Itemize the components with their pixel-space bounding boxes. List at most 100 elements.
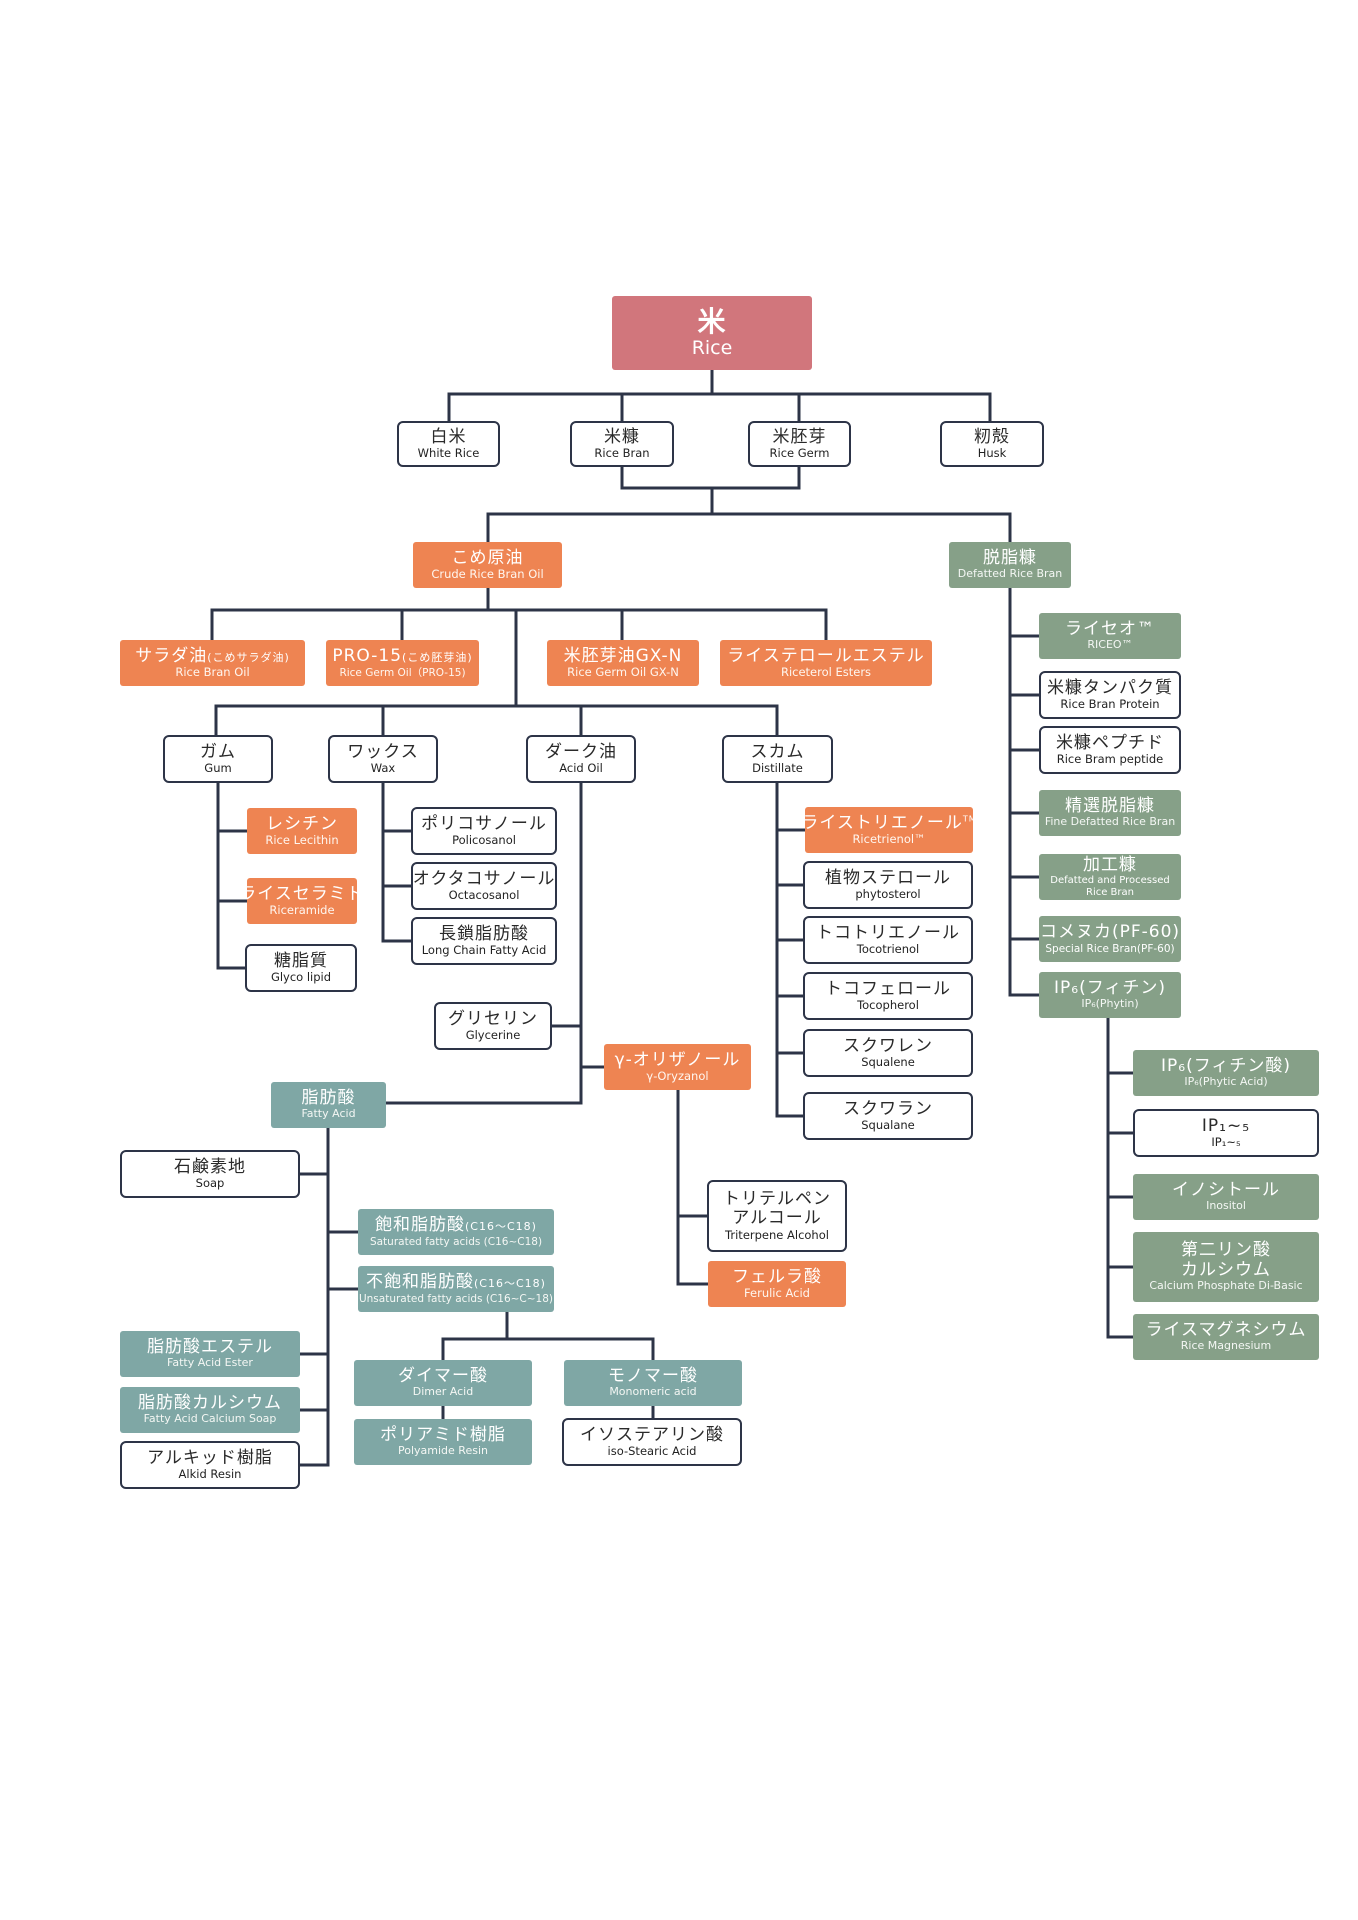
node-octacosanol-jp: オクタコサノール bbox=[412, 868, 556, 889]
node-processed-bran-en: Defatted and Processed bbox=[1050, 875, 1170, 887]
node-ip6-phytin: IP₆(フィチン) IP₆(Phytin) bbox=[1039, 972, 1181, 1018]
node-fine-defatted-jp: 精選脱脂糠 bbox=[1065, 795, 1155, 816]
node-squalene-en: Squalene bbox=[861, 1055, 915, 1070]
node-squalane-jp: スクワラン bbox=[843, 1098, 933, 1119]
node-soap: 石鹸素地 Soap bbox=[120, 1150, 300, 1198]
node-ip6-acid-jp: IP₆(フィチン酸) bbox=[1160, 1055, 1291, 1076]
node-soap-en: Soap bbox=[195, 1176, 225, 1191]
node-monomer: モノマー酸 Monomeric acid bbox=[564, 1360, 742, 1406]
node-fa-ester-en: Fatty Acid Ester bbox=[167, 1356, 253, 1370]
connector-line bbox=[620, 465, 801, 490]
node-germ-oil-gxn-en: Rice Germ Oil GX-N bbox=[567, 665, 679, 680]
node-rice-bran-en: Rice Bran bbox=[594, 446, 650, 461]
node-crude-oil-jp: こめ原油 bbox=[451, 547, 524, 568]
node-glycerine: グリセリン Glycerine bbox=[434, 1002, 552, 1050]
node-unsaturated: 不飽和脂肪酸(C16〜C18) Unsaturated fatty acids … bbox=[358, 1266, 554, 1312]
node-gum-en: Gum bbox=[204, 761, 232, 776]
node-saturated: 飽和脂肪酸(C16〜C18) Saturated fatty acids (C1… bbox=[358, 1209, 554, 1255]
node-gum-jp: ガム bbox=[200, 741, 236, 762]
node-tocopherol-en: Tocopherol bbox=[857, 998, 919, 1013]
node-rice: 米 Rice bbox=[612, 296, 812, 370]
node-fine-defatted-en: Fine Defatted Rice Bran bbox=[1044, 815, 1176, 829]
node-lcfa-en: Long Chain Fatty Acid bbox=[421, 943, 547, 958]
node-rice-jp: 米 bbox=[697, 304, 727, 338]
node-germ-oil-gxn: 米胚芽油GX-N Rice Germ Oil GX-N bbox=[547, 640, 699, 686]
node-isostearic-en: iso-Stearic Acid bbox=[607, 1444, 697, 1459]
node-distillate: スカム Distillate bbox=[722, 735, 833, 783]
node-germ-oil-gxn-jp: 米胚芽油GX-N bbox=[563, 645, 683, 666]
node-processed-bran-jp: 加工糠 bbox=[1083, 854, 1137, 875]
node-husk-en: Husk bbox=[977, 446, 1007, 461]
node-squalane: スクワラン Squalane bbox=[803, 1092, 973, 1140]
node-monomer-jp: モノマー酸 bbox=[608, 1365, 698, 1386]
node-bran-peptide: 米糠ペプチド Rice Bram peptide bbox=[1039, 726, 1181, 774]
node-riceramide-en: Riceramide bbox=[269, 903, 335, 918]
node-rice-germ-en: Rice Germ bbox=[769, 446, 830, 461]
node-lcfa: 長鎖脂肪酸 Long Chain Fatty Acid bbox=[411, 917, 557, 965]
node-saturated-en: Saturated fatty acids (C16~C18) bbox=[369, 1235, 543, 1248]
node-inositol-jp: イノシトール bbox=[1172, 1179, 1280, 1200]
node-glyco: 糖脂質 Glyco lipid bbox=[245, 944, 357, 992]
node-saturated-jp: 飽和脂肪酸 bbox=[375, 1215, 466, 1236]
connector-line bbox=[775, 781, 805, 1118]
node-ricetrienol: ライストリエノールTM Ricetrienol™ bbox=[805, 807, 973, 853]
node-unsaturated-en: Unsaturated fatty acids (C16~C~18) bbox=[358, 1292, 554, 1305]
node-polyamide-en: Polyamide Resin bbox=[398, 1444, 488, 1458]
node-tocotrienol-jp: トコトリエノール bbox=[816, 922, 960, 943]
node-ip6-acid: IP₆(フィチン酸) IP₆(Phytic Acid) bbox=[1133, 1050, 1319, 1096]
node-lcfa-jp: 長鎖脂肪酸 bbox=[439, 923, 529, 944]
node-triterpene-en: Triterpene Alcohol bbox=[725, 1227, 829, 1242]
node-oryzanol-jp: γ-オリザノール bbox=[614, 1049, 741, 1070]
node-dimer-en: Dimer Acid bbox=[412, 1385, 474, 1399]
node-calcium-phosphate-en: Calcium Phosphate Di-Basic bbox=[1149, 1279, 1303, 1293]
node-ricetrienol-en: Ricetrienol™ bbox=[852, 832, 926, 847]
node-fa-ester-jp: 脂肪酸エステル bbox=[147, 1336, 273, 1357]
node-monomer-en: Monomeric acid bbox=[609, 1385, 697, 1399]
node-distillate-en: Distillate bbox=[752, 761, 803, 776]
node-riceramide: ライスセラミド Riceramide bbox=[247, 878, 357, 924]
node-ip6-acid-en: IP₆(Phytic Acid) bbox=[1184, 1075, 1268, 1089]
node-magnesium-jp: ライスマグネシウム bbox=[1145, 1319, 1307, 1340]
node-distillate-jp: スカム bbox=[750, 741, 805, 762]
node-calcium-phosphate-jp2: カルシウム bbox=[1181, 1259, 1271, 1280]
node-salad-oil: サラダ油(こめサラダ油) Rice Bran Oil bbox=[120, 640, 305, 686]
node-pro15: PRO-15(こめ胚芽油) Rice Germ Oil（PRO-15) bbox=[326, 640, 479, 686]
node-octacosanol: オクタコサノール Octacosanol bbox=[411, 862, 557, 910]
node-rice-germ-jp: 米胚芽 bbox=[772, 426, 827, 447]
node-soap-jp: 石鹸素地 bbox=[174, 1156, 246, 1177]
connector-line bbox=[298, 1126, 330, 1467]
node-oryzanol-en: γ-Oryzanol bbox=[646, 1069, 709, 1084]
node-alkyd-en: Alkid Resin bbox=[178, 1467, 242, 1482]
node-processed-bran-en2: Rice Bran bbox=[1086, 886, 1134, 898]
connector-line bbox=[381, 781, 413, 943]
node-isostearic-jp: イソステアリン酸 bbox=[580, 1424, 724, 1445]
node-rice-germ: 米胚芽 Rice Germ bbox=[748, 421, 851, 467]
node-fa-calcium-en: Fatty Acid Calcium Soap bbox=[143, 1412, 277, 1426]
node-squalene: スクワレン Squalene bbox=[803, 1029, 973, 1077]
node-salad-oil-jp-small: (こめサラダ油) bbox=[207, 650, 290, 664]
node-riceterol: ライステロールエステル Riceterol Esters bbox=[720, 640, 932, 686]
node-wax: ワックス Wax bbox=[328, 735, 438, 783]
node-fine-defatted: 精選脱脂糠 Fine Defatted Rice Bran bbox=[1039, 790, 1181, 836]
node-salad-oil-en: Rice Bran Oil bbox=[175, 665, 250, 680]
node-inositol-en: Inositol bbox=[1206, 1199, 1246, 1213]
node-polyamide: ポリアミド樹脂 Polyamide Resin bbox=[354, 1419, 532, 1465]
node-unsaturated-jp-small: (C16〜C18) bbox=[474, 1277, 546, 1291]
node-policosanol-jp: ポリコサノール bbox=[421, 813, 547, 834]
node-fatty-acid: 脂肪酸 Fatty Acid bbox=[271, 1082, 386, 1128]
node-inositol: イノシトール Inositol bbox=[1133, 1174, 1319, 1220]
node-squalane-en: Squalane bbox=[861, 1118, 915, 1133]
node-phytosterol: 植物ステロール phytosterol bbox=[803, 861, 973, 909]
node-riceo-en: RICEO™ bbox=[1087, 638, 1133, 652]
node-tocotrienol-en: Tocotrienol bbox=[856, 942, 920, 957]
node-pf60-en: Special Rice Bran(PF-60) bbox=[1045, 942, 1175, 955]
node-defatted-bran-en: Defatted Rice Bran bbox=[957, 567, 1063, 581]
node-polyamide-jp: ポリアミド樹脂 bbox=[380, 1424, 506, 1445]
node-ricetrienol-jp: ライストリエノール bbox=[805, 812, 963, 833]
node-pro15-en: Rice Germ Oil（PRO-15) bbox=[339, 666, 466, 679]
node-wax-en: Wax bbox=[370, 761, 396, 776]
node-phytosterol-en: phytosterol bbox=[855, 887, 921, 902]
node-pro15-jp: PRO-15 bbox=[332, 646, 403, 667]
node-ip15-jp: IP₁~₅ bbox=[1201, 1115, 1251, 1136]
node-crude-oil-en: Crude Rice Bran Oil bbox=[431, 567, 544, 582]
